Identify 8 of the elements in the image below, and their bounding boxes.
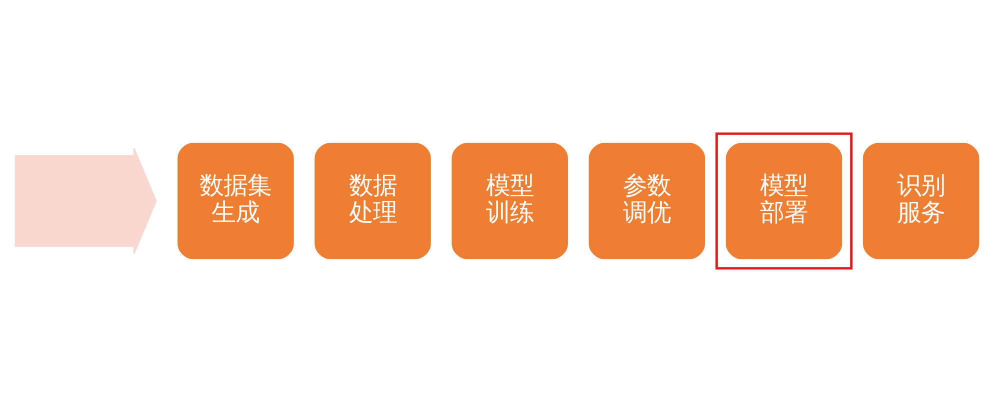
- node-box: 模型部署: [726, 142, 842, 259]
- node-box: 识别服务: [862, 142, 980, 259]
- node-box: 数据处理: [314, 142, 431, 259]
- node-box: 参数调优: [588, 142, 706, 259]
- node-arrow: [14, 147, 157, 254]
- node-box: 模型训练: [452, 142, 568, 259]
- cluster: [715, 132, 853, 270]
- node-box: 数据集生成: [178, 142, 294, 259]
